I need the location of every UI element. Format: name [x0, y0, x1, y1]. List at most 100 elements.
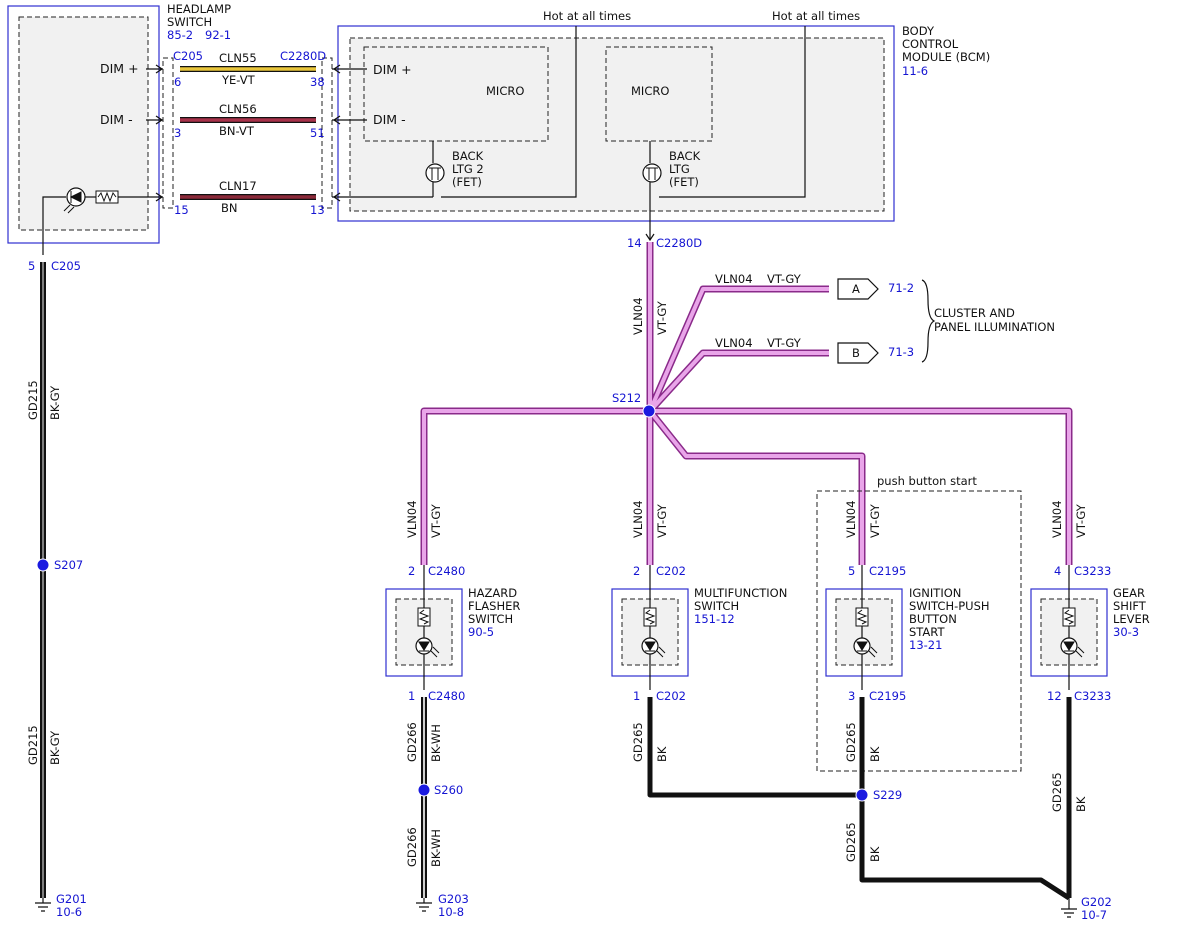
g201-label: G201	[56, 892, 87, 906]
fet-1-label-1: BACK	[452, 149, 484, 163]
ign-conn-bot: C2195	[869, 689, 906, 703]
gd266-label-1: GD266	[405, 722, 419, 762]
offpage-connector-a: A 71-2	[837, 278, 914, 300]
bcm-module: MICRO MICRO DIM + DIM - Hot at all times…	[332, 9, 990, 242]
ground-icon	[1061, 898, 1077, 918]
wire-gd265-network: S229 GD265 BK GD265 BK GD265 BK GD265 BK…	[631, 697, 1112, 922]
multi-pin-bot: 1	[633, 689, 640, 703]
cln17-label: CLN17	[219, 179, 257, 193]
multi-conn-bot: C202	[656, 689, 686, 703]
wire-cln17: CLN17 BN	[180, 179, 316, 215]
ign-pin-top: 5	[848, 564, 855, 578]
vln04-trunk-color: VT-GY	[655, 300, 669, 335]
bcm-ref: 11-6	[902, 64, 928, 78]
ign-name-3: BUTTON	[909, 612, 957, 626]
hazard-ref: 90-5	[468, 625, 494, 639]
wire-cln55: CLN55 YE-VT	[180, 51, 316, 87]
hazard-name-3: SWITCH	[468, 612, 513, 626]
multi-conn-top: C202	[656, 564, 686, 578]
hazard-name-2: FLASHER	[468, 599, 520, 613]
offpage-a-label: A	[852, 282, 860, 296]
ignition-switch-push-button-start: 5 C2195 IGNITION SWITCH-PUSH BUTTON STAR…	[825, 564, 990, 703]
vln04-ign-color: VT-GY	[868, 503, 882, 538]
splice-s207	[36, 558, 50, 572]
wire-vln04-network: S212 VLN04 VT-GY VLN04 VT-GY VLN04 VT-GY…	[405, 242, 1088, 565]
s229-label: S229	[873, 788, 902, 802]
bcm-outline	[337, 25, 895, 222]
gd265-ign-color: BK	[868, 746, 882, 762]
g202-label: G202	[1081, 895, 1112, 909]
micro-1-label: MICRO	[486, 84, 524, 98]
cluster-label-1: CLUSTER AND	[934, 306, 1015, 320]
fet-1-label-2: LTG 2	[452, 162, 484, 176]
multi-ref: 151-12	[694, 612, 735, 626]
hazard-flasher-switch: 2 C2480 HAZARD FLASHER SWITCH 90-5 1 C24…	[385, 564, 520, 703]
cln56-color: BN-VT	[219, 124, 255, 138]
s260-label: S260	[434, 783, 463, 797]
c2280d-connector-body	[321, 57, 333, 209]
vln04-b-color: VT-GY	[767, 336, 802, 350]
wire-gd266: GD266 BK-WH S260 GD266 BK-WH G203 10-8	[405, 697, 469, 919]
fet-1-label-3: (FET)	[452, 175, 482, 189]
vln04-multi-label: VLN04	[631, 500, 645, 538]
hazard-conn-top: C2480	[428, 564, 465, 578]
c2280d-pin-38: 38	[310, 75, 325, 89]
ign-name-4: START	[909, 625, 945, 639]
fet-2-label-3: (FET)	[669, 175, 699, 189]
gd215-label-2: GD215	[26, 725, 40, 765]
gd215-color-2: BK-GY	[48, 730, 62, 765]
gd265-gear-label: GD265	[1050, 772, 1064, 812]
hot-at-all-times-1: Hot at all times	[543, 9, 631, 23]
arrow-in-icon	[332, 64, 341, 74]
vln04-a-color: VT-GY	[767, 272, 802, 286]
gd266-color-1: BK-WH	[429, 724, 443, 762]
vln04-a-label: VLN04	[715, 272, 753, 286]
gear-name-2: SHIFT	[1113, 599, 1147, 613]
cln17-color: BN	[221, 201, 238, 215]
gear-pin-top: 4	[1054, 564, 1061, 578]
hazard-conn-bot: C2480	[428, 689, 465, 703]
offpage-arrow-icon	[837, 278, 879, 300]
push-button-start-region	[816, 490, 1022, 772]
cluster-label-2: PANEL ILLUMINATION	[934, 320, 1055, 334]
cln56-label: CLN56	[219, 102, 257, 116]
ign-ref: 13-21	[909, 638, 942, 652]
bcm-name-2: CONTROL	[902, 37, 959, 51]
offpage-connector-b: B 71-3	[837, 342, 914, 364]
hot-at-all-times-2: Hot at all times	[772, 9, 860, 23]
c205-bottom-label: C205	[51, 259, 81, 273]
arrow-out-icon	[155, 64, 164, 74]
ign-conn-top: C2195	[869, 564, 906, 578]
multifunction-switch: 2 C202 MULTIFUNCTION SWITCH 151-12 1 C20…	[611, 564, 787, 703]
s212-label: S212	[612, 391, 641, 405]
vln04-hazard-color: VT-GY	[429, 503, 443, 538]
micro-1-box	[363, 46, 549, 142]
gd265-s229-label: GD265	[844, 822, 858, 862]
headlamp-switch-name-1: HEADLAMP	[167, 2, 231, 16]
vln04-gear-label: VLN04	[1050, 500, 1064, 538]
c205-label: C205	[173, 49, 203, 63]
micro-2-label: MICRO	[631, 84, 669, 98]
headlamp-dim-minus-label: DIM -	[100, 112, 133, 127]
arrow-in-icon	[332, 115, 341, 125]
c205-pin-6: 6	[174, 75, 181, 89]
gear-name-1: GEAR	[1113, 586, 1145, 600]
gd215-label-1: GD215	[26, 380, 40, 420]
gear-shift-lever: 4 C3233 GEAR SHIFT LEVER 30-3 12 C3233	[1030, 564, 1150, 703]
gd265-gear-color: BK	[1074, 796, 1088, 812]
cln55-label: CLN55	[219, 51, 257, 65]
offpage-arrow-icon	[837, 342, 879, 364]
gear-name-3: LEVER	[1113, 612, 1150, 626]
c2280d-pin-14: 14	[627, 236, 642, 250]
gd265-ign-label: GD265	[844, 722, 858, 762]
gear-ref: 30-3	[1113, 625, 1139, 639]
s207-label: S207	[54, 558, 83, 572]
offpage-b-label: B	[852, 346, 860, 360]
fet-icon	[642, 163, 662, 183]
ground-icon	[35, 898, 51, 912]
bcm-name-1: BODY	[902, 24, 935, 38]
vln04-b-label: VLN04	[715, 336, 753, 350]
gear-conn-top: C3233	[1074, 564, 1111, 578]
cln55-color: YE-VT	[221, 73, 256, 87]
